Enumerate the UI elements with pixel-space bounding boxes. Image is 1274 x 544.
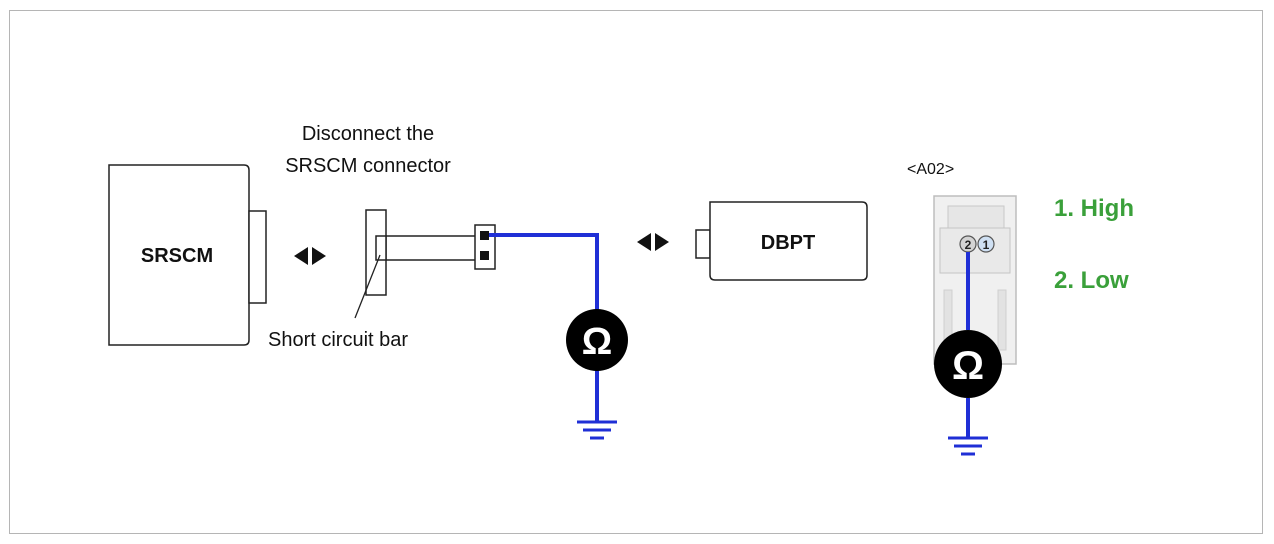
pin-2-label: 2	[965, 238, 972, 252]
srscm-connector	[354, 209, 496, 319]
ground-icon	[948, 436, 988, 456]
ground-icon	[577, 420, 617, 440]
short-circuit-bar-label: Short circuit bar	[268, 329, 408, 351]
dbpt-label: DBPT	[761, 232, 815, 254]
check-item-high: 1. High	[1054, 195, 1134, 222]
srscm-label: SRSCM	[141, 245, 213, 267]
ohm-symbol-right: Ω	[952, 344, 984, 388]
short-bar-leader	[354, 254, 381, 319]
connector-code-label: <A02>	[907, 161, 954, 178]
pin-1-icon	[977, 235, 995, 253]
disconnect-arrows-icon	[637, 233, 669, 251]
ohm-symbol-left: Ω	[582, 321, 612, 363]
ohmmeter-icon: Ω	[934, 330, 1002, 398]
connector-pin-upper	[480, 231, 489, 240]
disconnect-note-line2: SRSCM connector	[285, 155, 451, 177]
ohmmeter-icon: Ω	[566, 309, 628, 371]
connector-pin-lower	[480, 251, 489, 260]
right-measurement-circuit: Ω	[934, 252, 1002, 456]
disconnect-note-line1: Disconnect the	[302, 123, 434, 145]
disconnect-arrows-icon	[294, 247, 326, 265]
dbpt-module: DBPT	[695, 201, 868, 281]
pin-1-label: 1	[983, 238, 990, 252]
srscm-module: SRSCM	[108, 164, 267, 346]
connector-a02: 2 1	[933, 195, 1017, 365]
check-item-low: 2. Low	[1054, 267, 1129, 294]
left-measurement-circuit: Ω	[489, 233, 628, 440]
